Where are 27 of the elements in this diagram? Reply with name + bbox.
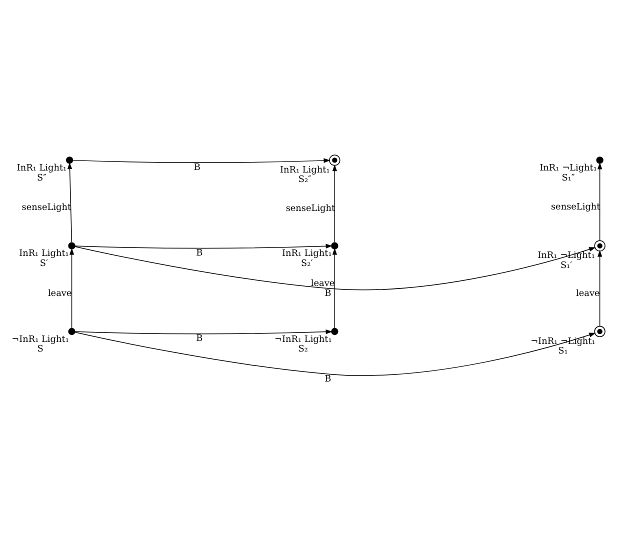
- edge-label: B: [196, 248, 203, 258]
- node-label: S₁″: [562, 172, 575, 183]
- node-label: ¬InR₁ Light₁: [12, 334, 69, 344]
- node-label: S₁′: [560, 260, 572, 270]
- node-label: InR₁ ¬Light₁: [540, 163, 597, 174]
- edge-label: B: [324, 374, 332, 384]
- node-label: S₂′: [301, 258, 313, 268]
- edge-label: senseLight: [22, 202, 72, 213]
- node-label: S: [37, 344, 44, 354]
- node-label: S₂: [298, 344, 308, 354]
- edge-label: senseLight: [286, 203, 336, 214]
- node-label: InR₁ Light₁: [19, 248, 69, 259]
- edge-label: leave: [576, 288, 600, 298]
- edge-label: senseLight: [550, 202, 600, 212]
- node-label: InR₁ Light₁: [282, 248, 332, 259]
- node-label: InR₁ Light₁: [280, 165, 330, 176]
- node-label: InR₁ Light₁: [16, 163, 67, 174]
- node-label: S′: [40, 258, 48, 268]
- node-label: ¬InR₁ Light₁: [274, 334, 332, 344]
- edge-label: leave: [310, 278, 335, 289]
- edge-label: leave: [48, 288, 72, 298]
- node-label: S₁: [558, 346, 568, 356]
- edge-label: B: [324, 288, 332, 298]
- edge-label: B: [194, 162, 200, 172]
- node-label: S₂″: [298, 174, 312, 185]
- edge-label: B: [196, 334, 203, 344]
- node-label: S″: [37, 172, 46, 183]
